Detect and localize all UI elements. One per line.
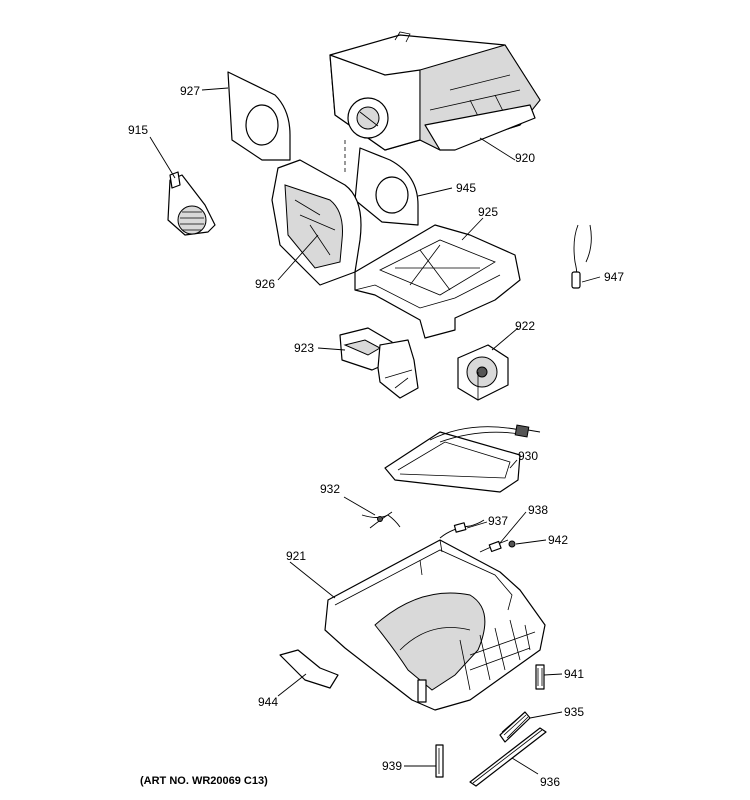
label-923: 923 (294, 341, 314, 355)
leader-944 (277, 673, 307, 697)
part-947-thermistor (571, 224, 592, 289)
label-925: 925 (478, 205, 498, 219)
art-number: (ART NO. WR20069 C13) (140, 775, 268, 787)
label-938: 938 (528, 503, 548, 517)
label-926: 926 (255, 277, 275, 291)
label-944: 944 (258, 695, 278, 709)
part-920-housing (329, 31, 541, 151)
leader-923 (317, 347, 346, 351)
label-941: 941 (564, 667, 584, 681)
label-930: 930 (518, 449, 538, 463)
part-922-fan-motor (457, 344, 509, 401)
leader-937 (466, 521, 488, 529)
part-921-housing (324, 539, 546, 711)
leader-930 (509, 459, 518, 469)
part-939-strip (435, 744, 444, 778)
part-925-bracket (354, 224, 521, 339)
part-935-grille (499, 711, 531, 743)
label-947: 947 (604, 270, 624, 284)
label-935: 935 (564, 705, 584, 719)
leader-926 (277, 234, 319, 281)
leader-lines (149, 87, 601, 775)
part-944-strip (279, 649, 339, 689)
label-915: 915 (128, 123, 148, 137)
leader-915 (149, 136, 176, 179)
leader-927 (201, 87, 229, 91)
part-937-clip (439, 519, 485, 539)
label-939: 939 (382, 759, 402, 773)
leader-941 (543, 673, 563, 676)
part-932-wire-tie (361, 511, 401, 529)
part-941-bracket (535, 664, 545, 690)
part-labels: 927 915 920 945 925 926 947 923 922 930 … (128, 84, 624, 789)
leader-932 (343, 496, 376, 516)
part-942-screw (508, 540, 516, 548)
leader-936 (511, 757, 539, 775)
label-936: 936 (540, 775, 560, 789)
part-930-heater (384, 424, 541, 493)
leader-947 (581, 276, 601, 283)
part-926-air-duct (271, 159, 362, 286)
label-937: 937 (488, 514, 508, 528)
leader-945 (417, 187, 453, 197)
leader-942 (515, 539, 547, 545)
label-927: 927 (180, 84, 200, 98)
part-915-damper (167, 171, 216, 236)
leader-938 (499, 511, 527, 544)
part-938-clip (479, 539, 509, 553)
label-922: 922 (515, 319, 535, 333)
leader-920 (479, 137, 516, 161)
leader-921 (289, 561, 336, 599)
leader-935 (529, 711, 563, 719)
label-920: 920 (515, 151, 535, 165)
label-932: 932 (320, 482, 340, 496)
part-936-strip (469, 727, 547, 787)
leader-925 (461, 217, 484, 241)
part-927-gasket (227, 71, 291, 161)
part-923-damper-control (339, 327, 419, 399)
label-921: 921 (286, 549, 306, 563)
leader-922 (491, 327, 519, 351)
label-945: 945 (456, 181, 476, 195)
label-942: 942 (548, 533, 568, 547)
part-945-gasket (354, 147, 419, 226)
